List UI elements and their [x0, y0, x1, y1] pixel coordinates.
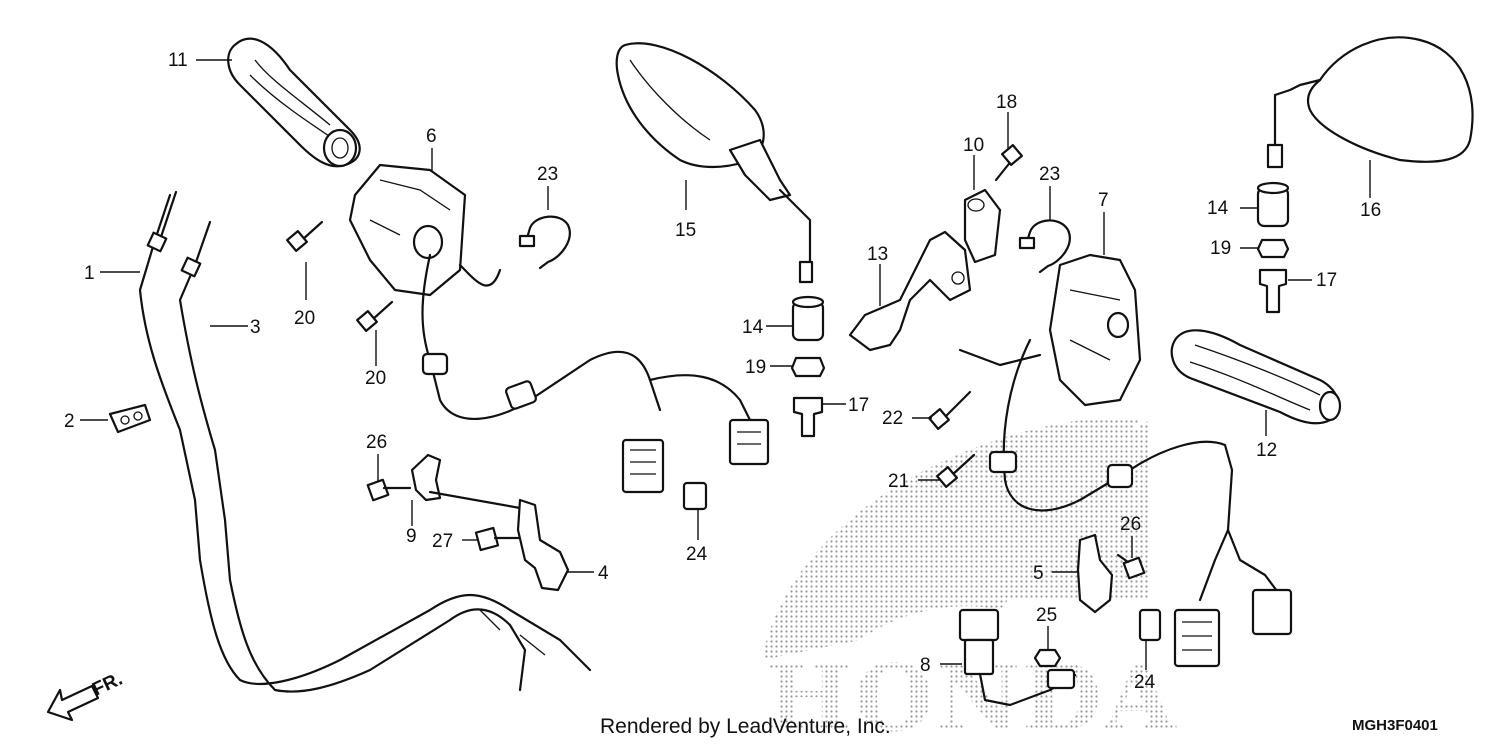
callout-24-left: 24 — [686, 544, 708, 565]
nut-19-right[interactable] — [1256, 238, 1290, 259]
callout-19-left: 19 — [745, 357, 766, 378]
callout-10: 10 — [963, 135, 984, 156]
screw-26-left[interactable] — [366, 478, 412, 502]
callout-18: 18 — [996, 92, 1017, 113]
diagram-code: MGH3F0401 — [1352, 717, 1438, 734]
callout-12: 12 — [1256, 440, 1277, 461]
callout-23-right: 23 — [1039, 164, 1060, 185]
callout-20-lower: 20 — [365, 368, 386, 389]
holder-10[interactable] — [963, 188, 1002, 264]
callout-26-left: 26 — [366, 432, 387, 453]
bolt-18[interactable] — [994, 144, 1023, 182]
switch-9[interactable] — [410, 453, 522, 510]
mirror-bracket[interactable] — [848, 230, 972, 352]
callout-24-right: 24 — [1134, 672, 1156, 693]
callout-25: 25 — [1036, 605, 1057, 626]
callout-19-right: 19 — [1210, 238, 1231, 259]
callout-14-right: 14 — [1207, 198, 1229, 219]
mirror-adapter-14-left[interactable] — [791, 295, 825, 342]
callout-9: 9 — [406, 526, 417, 547]
throttle-cable-3[interactable] — [178, 220, 527, 693]
callout-15: 15 — [675, 220, 696, 241]
left-switch-connectors[interactable] — [621, 418, 770, 494]
callout-11: 11 — [168, 50, 188, 71]
right-grip[interactable] — [1170, 329, 1342, 425]
switch-8[interactable] — [958, 608, 1077, 707]
callout-26-right: 26 — [1120, 514, 1141, 535]
cable-clamp-left[interactable] — [518, 215, 571, 270]
callout-7: 7 — [1098, 190, 1109, 211]
credit-text: Rendered by LeadVenture, Inc. — [600, 715, 891, 738]
honda-wing-watermark: HONDA — [762, 418, 1175, 750]
front-direction-arrow: FR. — [46, 669, 126, 722]
left-switch-housing[interactable] — [348, 163, 752, 422]
bolt-17-right[interactable] — [1258, 268, 1288, 314]
callout-22: 22 — [882, 408, 903, 429]
right-mirror[interactable] — [1266, 36, 1474, 169]
callout-2: 2 — [64, 411, 75, 432]
connector-24-left[interactable] — [682, 481, 708, 511]
screw-20-lower[interactable] — [356, 300, 394, 332]
bolt-17-left[interactable] — [792, 396, 824, 438]
screw-21[interactable] — [936, 453, 976, 488]
callout-4: 4 — [598, 563, 609, 584]
callout-8: 8 — [920, 655, 931, 676]
connector-24-right[interactable] — [1138, 608, 1162, 642]
cable-clamp-right[interactable] — [1018, 219, 1071, 274]
nut-19-left[interactable] — [790, 356, 826, 378]
left-mirror[interactable] — [615, 42, 814, 284]
mirror-adapter-14-right[interactable] — [1256, 181, 1290, 228]
callout-17-left: 17 — [848, 395, 869, 416]
right-switch-housing[interactable] — [958, 253, 1282, 602]
callout-17-right: 17 — [1316, 270, 1337, 291]
bracket-5[interactable] — [1076, 533, 1114, 614]
screw-20-upper[interactable] — [286, 220, 324, 252]
callout-14-left: 14 — [742, 317, 764, 338]
callout-13: 13 — [867, 244, 888, 265]
callout-27: 27 — [432, 531, 453, 552]
callout-16: 16 — [1360, 200, 1381, 221]
leader-lines — [80, 59, 1371, 670]
callout-20-upper: 20 — [294, 308, 315, 329]
cable-clip[interactable] — [108, 403, 152, 434]
callout-23-left: 23 — [537, 164, 558, 185]
callout-numbers: 11 1 3 2 6 23 15 20 20 14 19 17 13 10 18… — [64, 50, 1381, 693]
nut-25[interactable] — [1033, 648, 1062, 668]
screw-22[interactable] — [928, 390, 972, 430]
left-grip[interactable] — [227, 37, 361, 168]
callout-5: 5 — [1033, 563, 1044, 584]
screw-26-right[interactable] — [1116, 553, 1146, 580]
throttle-cable-1[interactable] — [138, 190, 592, 686]
callout-1: 1 — [84, 263, 95, 284]
right-switch-connectors[interactable] — [1173, 588, 1293, 668]
callout-3: 3 — [250, 317, 261, 338]
bracket-4[interactable] — [516, 498, 570, 592]
callout-21: 21 — [888, 471, 909, 492]
callout-6: 6 — [426, 126, 437, 147]
